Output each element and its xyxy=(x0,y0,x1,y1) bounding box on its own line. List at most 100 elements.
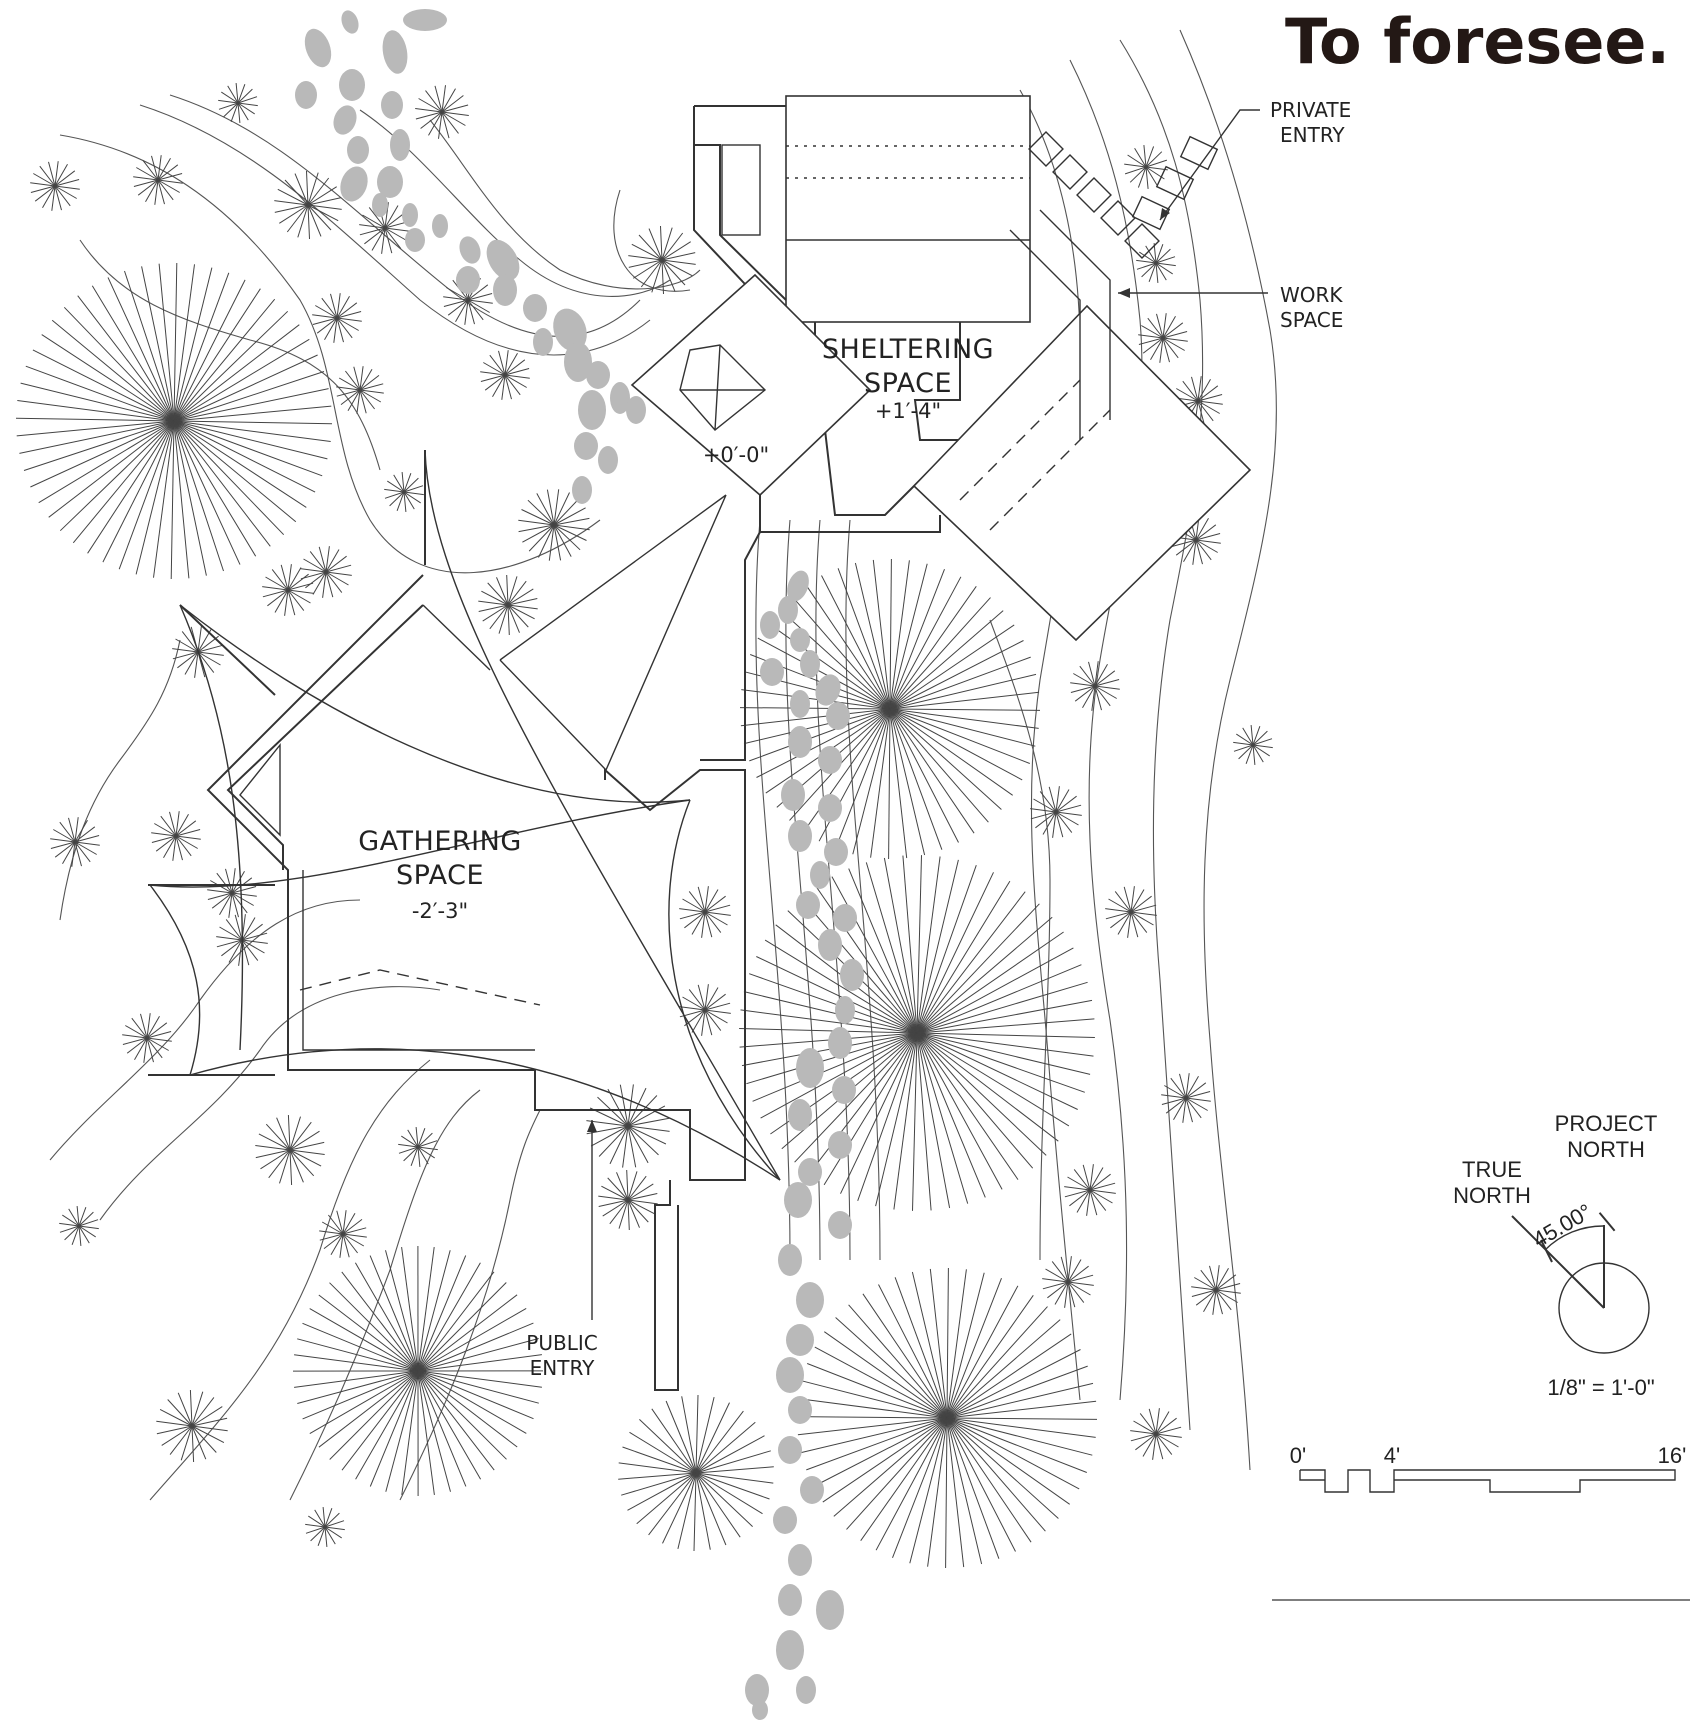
stepping-stone xyxy=(788,1099,812,1131)
stepping-stone xyxy=(390,129,410,161)
stepping-stone xyxy=(493,274,517,306)
sheltering-space-label-2: SPACE xyxy=(864,368,952,399)
stepping-stone xyxy=(798,1158,822,1186)
tree-symbol xyxy=(156,1389,228,1463)
stepping-stone xyxy=(578,390,606,430)
architecture xyxy=(148,95,1252,1391)
tree-symbol xyxy=(586,1084,670,1168)
tree-symbol xyxy=(415,85,469,139)
stepping-stone xyxy=(788,820,812,852)
tree-symbol xyxy=(1130,1408,1182,1460)
stepping-stone xyxy=(776,1630,804,1670)
stepping-stone xyxy=(796,1048,824,1088)
tree-symbol xyxy=(274,170,342,240)
stepping-stone xyxy=(610,382,630,414)
tree-symbol xyxy=(59,1206,99,1246)
private-entry-steps xyxy=(1028,131,1219,259)
stepping-stone xyxy=(835,996,855,1024)
stepping-stone xyxy=(784,1182,812,1218)
true-north-label-1: TRUE xyxy=(1462,1157,1522,1182)
stepping-stone xyxy=(523,294,547,322)
tree-symbol xyxy=(50,817,100,867)
tree-symbol xyxy=(384,472,424,512)
tree-symbol xyxy=(1136,243,1176,283)
stepping-stone xyxy=(778,1244,802,1276)
stepping-stone xyxy=(456,266,480,294)
stepping-stone xyxy=(816,1590,844,1630)
tree-symbol xyxy=(207,868,257,918)
stepping-stone xyxy=(828,1211,852,1239)
stepping-stone xyxy=(382,30,408,74)
project-north-label-1: PROJECT xyxy=(1555,1111,1658,1136)
stepping-stone xyxy=(333,105,357,135)
stepping-stone xyxy=(459,236,481,264)
tree-symbol xyxy=(679,886,731,938)
tree-symbol xyxy=(618,1394,774,1552)
entry-elevation: +0′-0" xyxy=(703,443,769,467)
work-space-label-1: WORK xyxy=(1280,283,1343,307)
stepping-stone xyxy=(341,10,359,34)
stepping-stone xyxy=(833,904,857,932)
stepping-stone xyxy=(778,1436,802,1464)
stepping-stone xyxy=(339,69,365,101)
tree-symbol xyxy=(255,1114,325,1186)
stepping-stone xyxy=(432,214,448,238)
scale-tick-0: 0' xyxy=(1290,1443,1306,1468)
stepping-stone xyxy=(826,702,850,730)
tree-symbol xyxy=(398,1127,438,1167)
tree-symbol xyxy=(628,225,696,295)
tree-symbol xyxy=(480,350,530,400)
tree-symbol xyxy=(15,262,333,580)
stepping-stone xyxy=(760,658,784,686)
stepping-stone xyxy=(815,674,841,706)
stepping-stone xyxy=(598,446,618,474)
stepping-stone xyxy=(796,1676,816,1704)
gathering-elevation: -2′-3" xyxy=(412,899,468,923)
stepping-stone xyxy=(818,929,842,961)
work-space-label-2: SPACE xyxy=(1280,308,1343,332)
scale-tick-4: 4' xyxy=(1384,1443,1400,1468)
stepping-stone xyxy=(824,838,848,866)
tree-symbol xyxy=(1070,661,1120,711)
stepping-stone xyxy=(745,1674,769,1706)
stepping-stone xyxy=(752,1700,768,1720)
tree-symbol xyxy=(312,293,362,343)
sheltering-space-label-1: SHELTERING xyxy=(822,334,994,365)
trees xyxy=(15,83,1273,1569)
stepping-stone xyxy=(828,1027,852,1059)
private-entry-label-1: PRIVATE xyxy=(1270,98,1351,122)
tree-symbol xyxy=(679,984,731,1036)
stepping-stone xyxy=(786,1324,814,1356)
stepping-stone xyxy=(402,203,418,227)
room-labels: SHELTERING SPACE +1′-4" +0′-0" GATHERING… xyxy=(358,334,994,923)
stepping-stone xyxy=(377,166,403,198)
scale-text: 1/8" = 1'-0" xyxy=(1547,1375,1654,1400)
stepping-stone xyxy=(776,1357,804,1393)
tree-symbol xyxy=(478,574,538,636)
sheltering-elevation: +1′-4" xyxy=(875,399,941,423)
tree-symbol xyxy=(151,811,201,861)
stepping-stone xyxy=(778,596,798,624)
tree-symbol xyxy=(216,914,268,966)
stepping-stone xyxy=(304,28,332,68)
tree-symbol xyxy=(336,366,384,414)
gathering-space-label-2: SPACE xyxy=(396,860,484,891)
stepping-stone xyxy=(486,239,520,281)
tree-symbol xyxy=(1030,786,1082,838)
stepping-stone xyxy=(788,1396,812,1424)
stepping-stone xyxy=(800,650,820,678)
scale-tick-16: 16' xyxy=(1658,1443,1687,1468)
true-north-label-2: NORTH xyxy=(1453,1183,1531,1208)
tree-symbol xyxy=(1191,1265,1241,1315)
tree-symbol xyxy=(1138,313,1188,363)
tree-symbol xyxy=(305,1507,345,1547)
stepping-stone xyxy=(340,166,368,202)
north-arrow: PROJECT NORTH TRUE NORTH 45.00° xyxy=(1453,1111,1658,1354)
stepping-stone xyxy=(787,570,809,602)
stepping-stone xyxy=(626,396,646,424)
stepping-stone xyxy=(381,91,403,119)
stepping-stone xyxy=(773,1506,797,1534)
public-entry-label-2: ENTRY xyxy=(530,1356,595,1380)
stepping-stone xyxy=(790,628,810,652)
